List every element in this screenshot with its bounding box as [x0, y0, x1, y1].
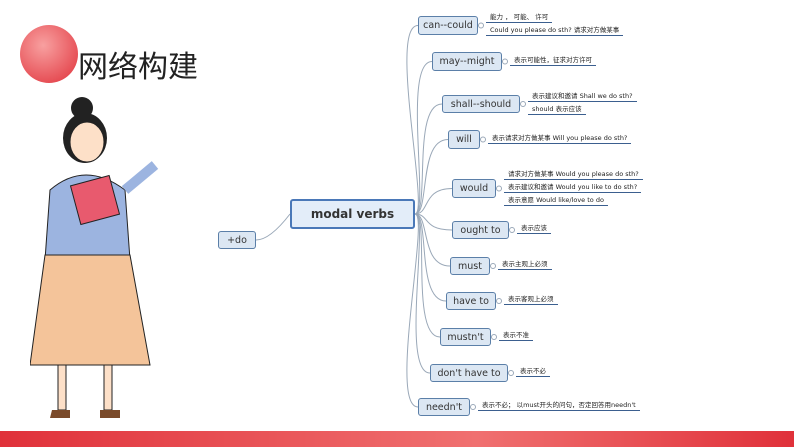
branch-leaf: 表示主观上必须 — [498, 258, 552, 270]
branch-leaf: 表示意愿 Would like/love to do — [504, 194, 608, 206]
title-decoration-circle — [20, 25, 78, 83]
teacher-illustration — [30, 97, 159, 418]
page-title: 网络构建 — [78, 50, 198, 85]
branch-leaf: 表示不必； 以must开头的问句，否定回答用needn't — [478, 399, 640, 411]
branch-leaf: 表示可能性，征求对方许可 — [510, 54, 596, 66]
branch-leaf: 能力 ， 可能、 许可 — [486, 11, 553, 23]
branch-leaf: 表示不必 — [516, 365, 550, 377]
central-node-modal-verbs[interactable]: modal verbs — [290, 199, 415, 229]
branch-leaf: Could you please do sth? 请求对方做某事 — [486, 24, 624, 36]
branch-node[interactable]: can--could — [418, 16, 478, 35]
branch-leaf: 表示建议和邀请 Shall we do sth? — [528, 90, 637, 102]
footer-bar — [0, 431, 794, 447]
branch-leaf: 表示不准 — [499, 329, 533, 341]
branch-leaf: 请求对方做某事 Would you please do sth? — [504, 168, 643, 180]
branch-node[interactable]: would — [452, 179, 496, 198]
branch-node[interactable]: will — [448, 130, 480, 149]
branch-node[interactable]: mustn't — [440, 328, 491, 346]
node-plus-do[interactable]: +do — [218, 231, 256, 249]
branch-node[interactable]: shall--should — [442, 95, 520, 113]
branch-node[interactable]: don't have to — [430, 364, 508, 382]
branch-leaf: 表示请求对方做某事 Will you please do sth? — [488, 132, 632, 144]
branch-node[interactable]: ought to — [452, 221, 509, 239]
branch-leaf: 表示应该 — [517, 222, 551, 234]
branch-node[interactable]: must — [450, 257, 490, 275]
branch-node[interactable]: needn't — [418, 398, 470, 416]
branch-leaf: 表示客观上必须 — [504, 293, 558, 305]
branch-node[interactable]: have to — [446, 292, 496, 310]
branch-leaf: 表示建议和邀请 Would you like to do sth? — [504, 181, 642, 193]
branch-node[interactable]: may--might — [432, 52, 502, 71]
branch-leaf: should 表示应该 — [528, 103, 586, 115]
